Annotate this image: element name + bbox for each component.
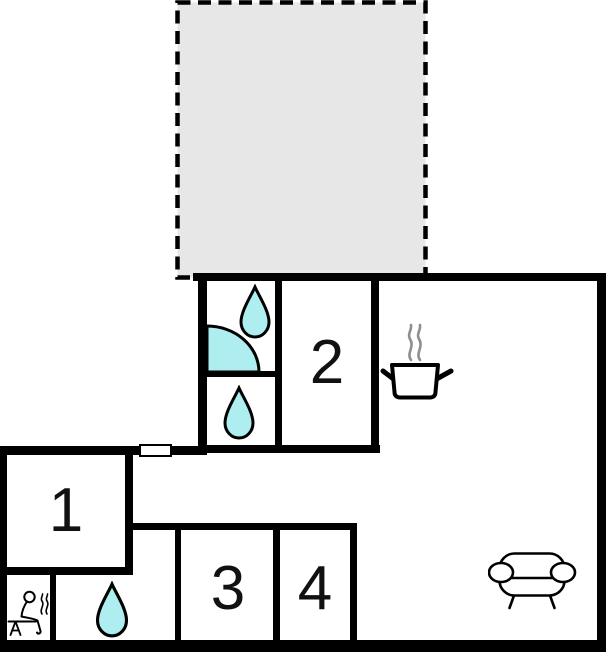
wall-room1-bottom	[0, 567, 133, 575]
wall-room1-right	[125, 446, 133, 575]
wall-shower-divider	[204, 371, 278, 377]
water-drop-icon	[95, 581, 129, 638]
wall-left-outer	[0, 446, 7, 646]
water-drop-icon	[223, 385, 255, 440]
wall-room4-right	[350, 523, 357, 644]
wall-room2-right	[371, 277, 379, 449]
wall-top-outer	[193, 273, 606, 281]
shower-quarter-circle-icon	[205, 324, 261, 374]
wall-room3-left	[175, 523, 181, 644]
wall-bath-room2-div	[275, 277, 282, 449]
wall-sauna-divider	[50, 571, 56, 644]
wall-rooms34-top	[125, 523, 356, 530]
door-marker	[139, 444, 172, 457]
room-1-label: 1	[48, 476, 84, 545]
wall-bath-left	[198, 275, 207, 453]
cooking-pot-steam-icon	[380, 323, 454, 400]
wall-right-outer	[597, 273, 606, 650]
wall-room34-divider	[273, 523, 280, 644]
room-3-label: 3	[210, 554, 246, 623]
terrace-area	[175, 0, 428, 280]
wall-room1-top	[0, 446, 140, 455]
room-2-label: 2	[309, 328, 345, 397]
sauna-person-steam-icon	[7, 590, 54, 636]
sofa-icon	[488, 552, 577, 610]
wall-entry-segment	[171, 446, 207, 455]
wall-bath-bottom	[198, 445, 380, 453]
wall-bottom-outer	[0, 640, 606, 652]
water-drop-icon	[239, 284, 271, 339]
room-4-label: 4	[297, 554, 333, 623]
